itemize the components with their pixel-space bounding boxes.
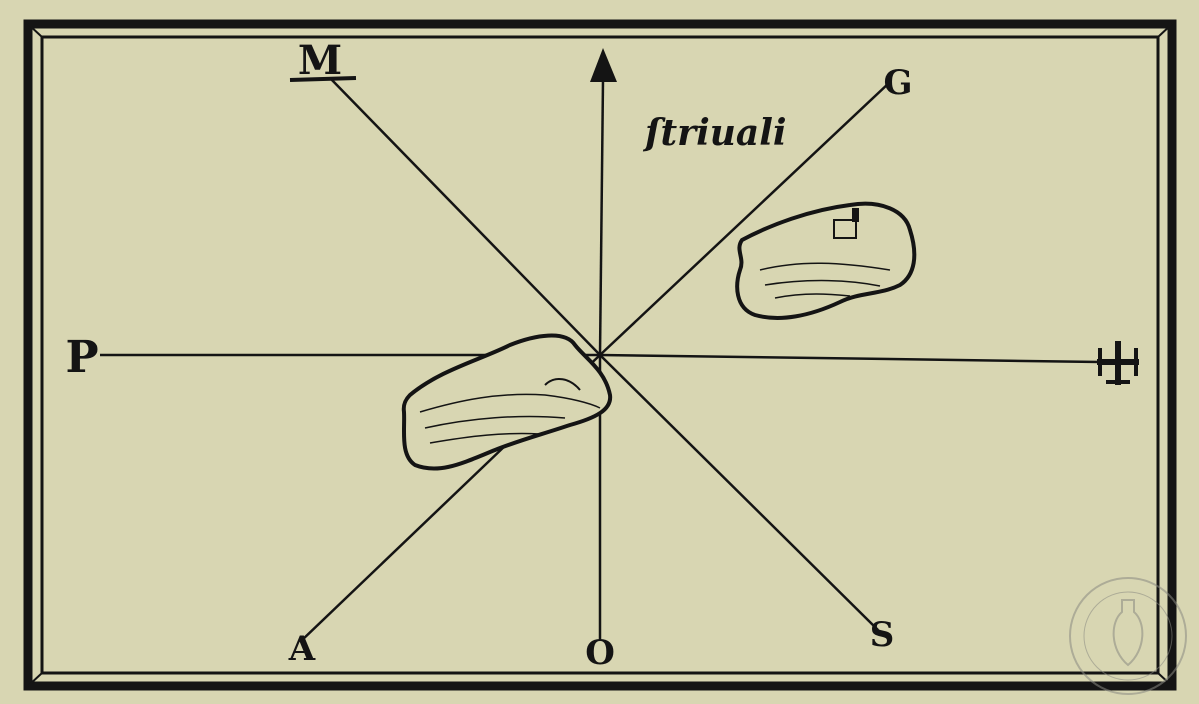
wind-label-north-east: G — [883, 63, 912, 103]
island-strivali-east — [735, 201, 917, 320]
wind-label-south-west: A — [288, 629, 316, 669]
inner-frame — [40, 35, 1160, 675]
island-strivali-west — [401, 333, 613, 471]
north-west-underline — [289, 76, 357, 82]
wind-label-north-west: M — [298, 37, 342, 84]
wind-label-south-east: S — [870, 615, 895, 655]
east-cross-icon — [1097, 341, 1139, 385]
wind-label-west: P — [65, 332, 98, 383]
library-stamp — [1069, 577, 1187, 695]
wind-label-south: O — [585, 633, 615, 673]
north-arrow-icon — [590, 48, 617, 82]
stamp-amphora-icon — [1112, 599, 1144, 667]
place-label-strivali: ſtriuali — [642, 112, 787, 154]
outer-frame — [23, 19, 1177, 691]
castle-icon — [833, 219, 857, 239]
